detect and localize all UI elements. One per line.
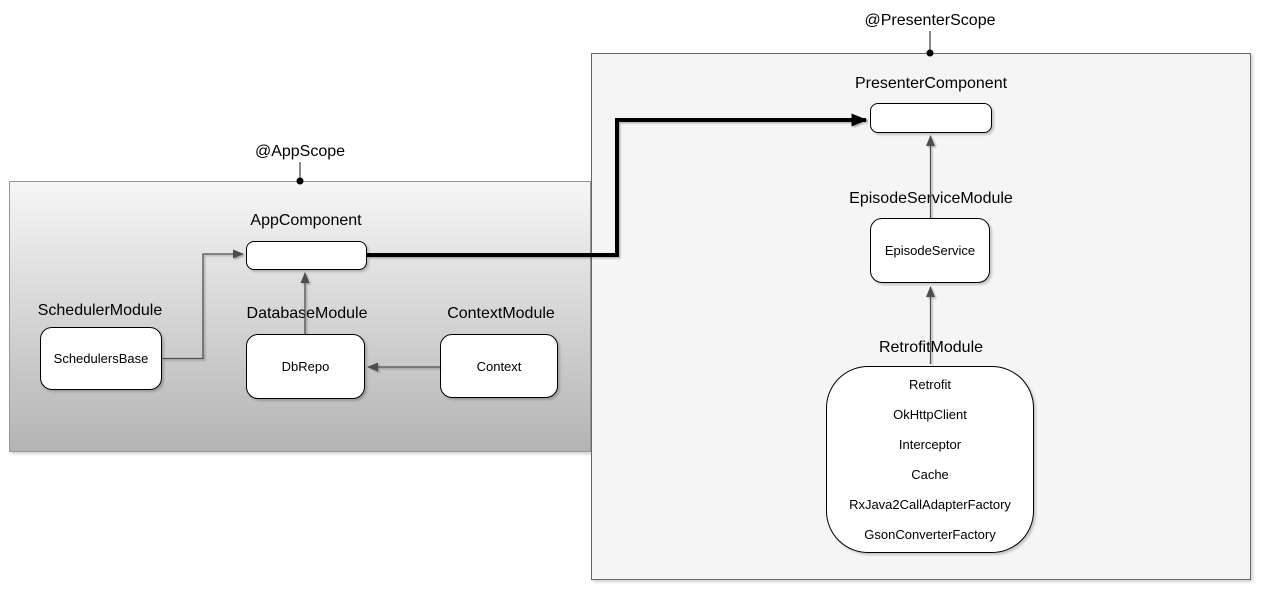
retrofit-item: Retrofit bbox=[909, 376, 951, 392]
app-component-label: AppComponent bbox=[250, 212, 362, 229]
retrofit-module-node: Retrofit OkHttpClient Interceptor Cache … bbox=[826, 366, 1034, 553]
rxjava2calladapterfactory-item: RxJava2CallAdapterFactory bbox=[849, 496, 1011, 512]
scheduler-module-label: SchedulerModule bbox=[37, 302, 163, 319]
okhttpclient-item: OkHttpClient bbox=[893, 406, 967, 422]
presenter-component-label: PresenterComponent bbox=[854, 75, 1008, 92]
db-repo-label: DbRepo bbox=[281, 359, 330, 374]
episode-service-module-label: EpisodeServiceModule bbox=[849, 190, 1013, 207]
presenter-scope-label: @PresenterScope bbox=[864, 12, 996, 29]
schedulers-base-node: SchedulersBase bbox=[40, 327, 162, 390]
cache-item: Cache bbox=[911, 466, 949, 482]
database-module-label: DatabaseModule bbox=[246, 305, 368, 322]
app-scope-label: @AppScope bbox=[254, 143, 346, 160]
episode-service-node: EpisodeService bbox=[870, 218, 990, 283]
episode-service-label: EpisodeService bbox=[884, 243, 976, 258]
context-node: Context bbox=[440, 334, 558, 398]
db-repo-node: DbRepo bbox=[246, 334, 365, 399]
interceptor-item: Interceptor bbox=[898, 436, 962, 452]
context-module-label: ContextModule bbox=[447, 305, 555, 322]
schedulers-base-label: SchedulersBase bbox=[53, 351, 149, 366]
retrofit-module-label: RetrofitModule bbox=[878, 339, 984, 356]
app-component-box bbox=[246, 241, 367, 270]
gsonconverterfactory-item: GsonConverterFactory bbox=[864, 526, 996, 542]
presenter-component-box bbox=[870, 103, 992, 133]
context-label: Context bbox=[476, 358, 522, 374]
